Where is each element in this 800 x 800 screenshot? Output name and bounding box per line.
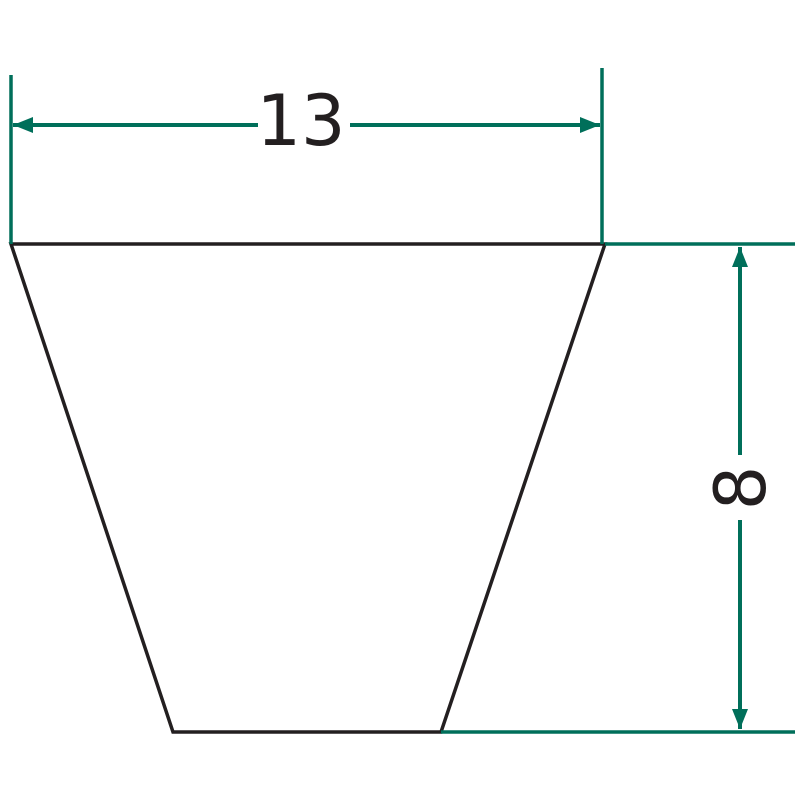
width-dimension-label: 13 (256, 80, 345, 162)
height-dimension-label: 8 (700, 466, 782, 511)
belt-profile-trapezoid (8, 242, 608, 734)
